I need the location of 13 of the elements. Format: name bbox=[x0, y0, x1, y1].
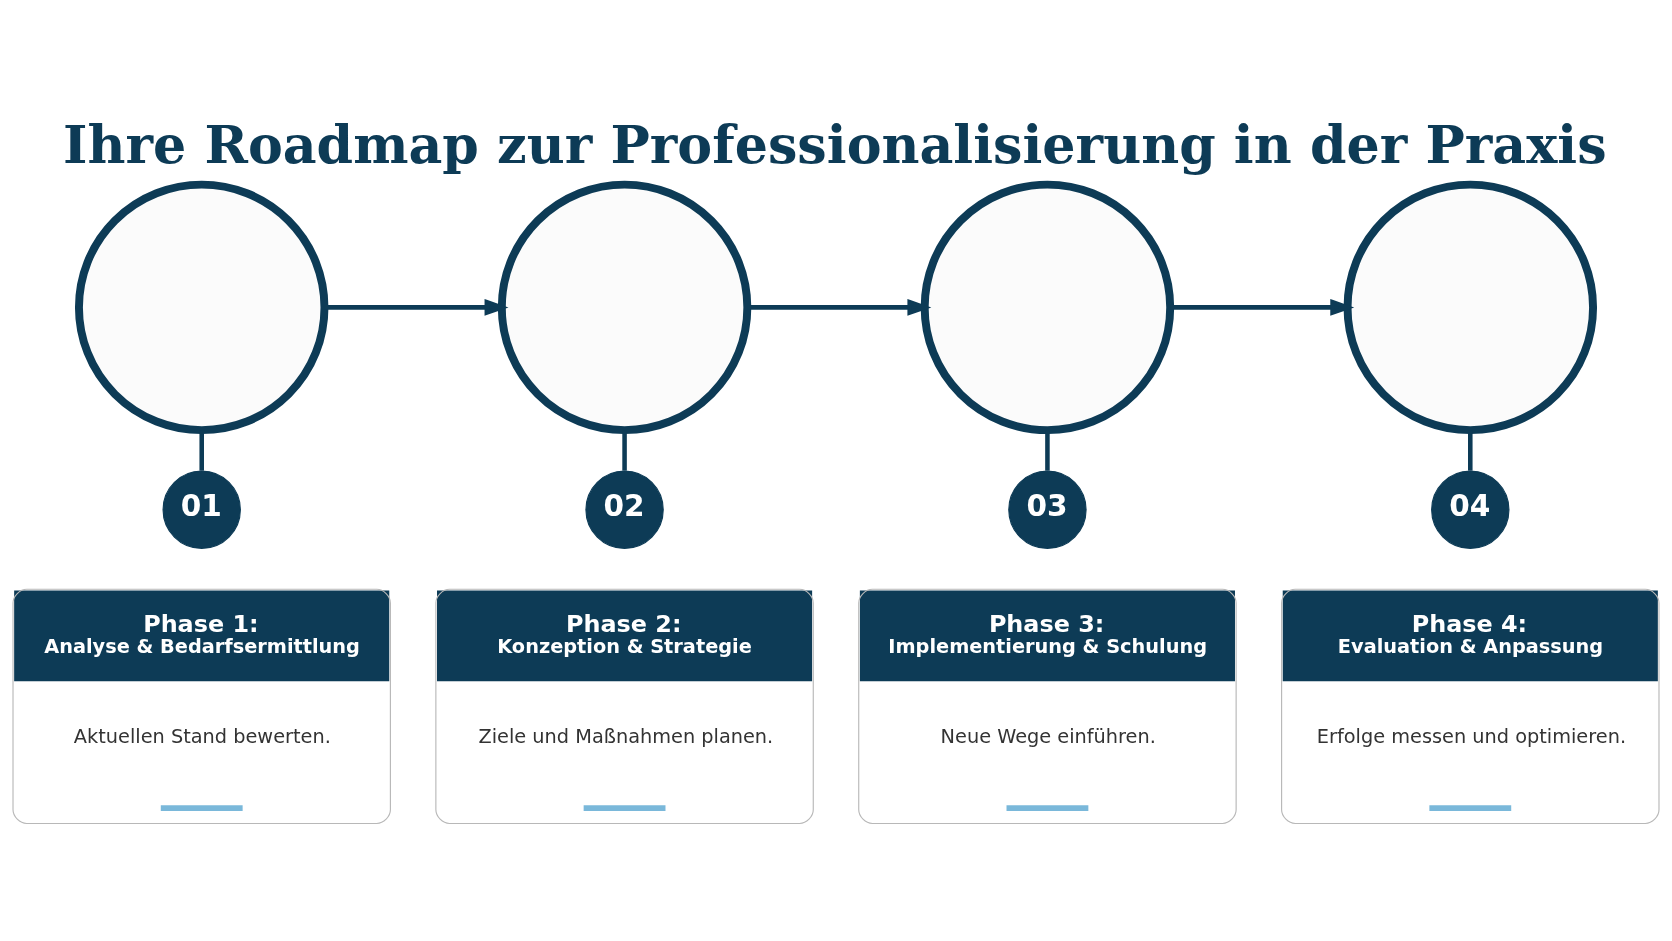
node-circle: 01 bbox=[162, 470, 241, 549]
node-circle: 02 bbox=[585, 470, 664, 549]
node-circle bbox=[920, 180, 1175, 435]
node-circle: 04 bbox=[1431, 470, 1510, 549]
connector bbox=[1468, 430, 1473, 471]
node-circle bbox=[497, 180, 752, 435]
connector bbox=[622, 430, 627, 471]
node-circle bbox=[1343, 180, 1598, 435]
diagram-title: Ihre Roadmap zur Professionalisierung in der Praxis bbox=[63, 113, 1607, 175]
connector bbox=[199, 430, 204, 471]
node-circle bbox=[74, 180, 329, 435]
node-circle: 03 bbox=[1008, 470, 1087, 549]
connector bbox=[1045, 430, 1050, 471]
